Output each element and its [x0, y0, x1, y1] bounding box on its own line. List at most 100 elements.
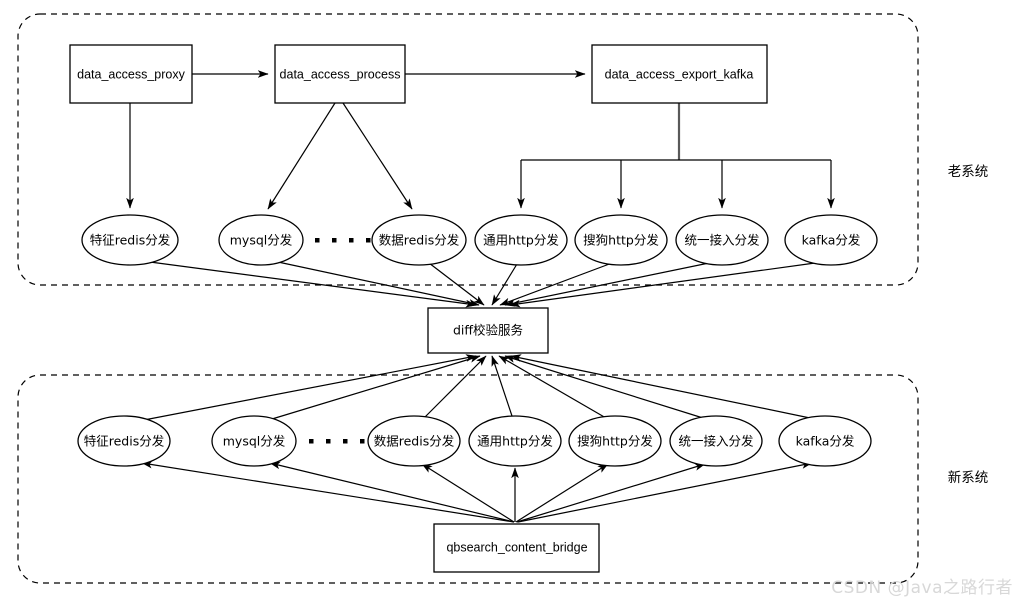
ellipsis-dot: [309, 439, 314, 444]
edge-old-feature-redis-to-diff: [149, 261, 477, 308]
node-new-unified-access[interactable]: 统一接入分发: [669, 415, 763, 467]
new-dispatchers: 特征redis分发 mysql分发 数据redis分发 通用http分发 搜狗h…: [77, 415, 872, 467]
edge-old-unified-access-to-diff: [504, 262, 710, 307]
bridge-to-new-dispatchers-edges: [141, 460, 813, 523]
new-mysql-ellipse[interactable]: [211, 415, 297, 467]
new-mysql-label: mysql分发: [223, 434, 286, 449]
group-label-new-system: 新系统: [948, 470, 989, 486]
data-access-process-box[interactable]: [274, 44, 406, 104]
new-feature-redis-label: 特征redis分发: [84, 434, 165, 449]
node-diff-service[interactable]: diff校验服务: [427, 307, 549, 354]
data-access-export-kafka-label: data_access_export_kafka: [605, 67, 754, 81]
edge-old-data-redis-to-diff: [428, 262, 485, 306]
edge-new-unified-access-to-diff: [504, 355, 704, 419]
old-mysql-ellipse[interactable]: [218, 214, 304, 266]
old-dispatchers-ellipsis-dots: [315, 238, 371, 243]
diff-service-label: diff校验服务: [453, 323, 523, 338]
ellipsis-dot: [332, 238, 337, 243]
node-old-unified-access[interactable]: 统一接入分发: [675, 214, 769, 266]
edge-process-to-data-redis: [342, 102, 413, 210]
old-sogou-http-ellipse[interactable]: [574, 214, 668, 266]
old-common-http-label: 通用http分发: [483, 233, 559, 248]
new-kafka-ellipse[interactable]: [778, 415, 872, 467]
edge-bridge-to-new-sogou-http: [515, 463, 609, 523]
new-dispatchers-to-diff-edges: [143, 354, 811, 421]
node-new-kafka[interactable]: kafka分发: [778, 415, 872, 467]
ellipsis-dot: [349, 238, 354, 243]
ellipsis-dot: [366, 238, 371, 243]
old-kafka-label: kafka分发: [802, 233, 861, 248]
node-data-access-export-kafka[interactable]: data_access_export_kafka: [591, 44, 768, 104]
node-data-access-process[interactable]: data_access_process: [274, 44, 406, 104]
data-access-proxy-label: data_access_proxy: [77, 67, 185, 81]
old-kafka-ellipse[interactable]: [784, 214, 878, 266]
edge-process-to-mysql: [267, 102, 336, 210]
edge-old-mysql-to-diff: [277, 261, 480, 307]
node-qbsearch-content-bridge[interactable]: qbsearch_content_bridge: [433, 523, 600, 573]
node-new-feature-redis[interactable]: 特征redis分发: [77, 415, 171, 467]
edge-old-kafka-to-diff: [509, 262, 816, 308]
edge-old-sogou-http-to-diff: [499, 262, 613, 306]
new-unified-access-label: 统一接入分发: [678, 434, 754, 449]
node-new-sogou-http[interactable]: 搜狗http分发: [568, 415, 662, 467]
edge-new-sogou-http-to-diff: [498, 355, 607, 419]
data-access-process-label: data_access_process: [280, 67, 401, 81]
old-dispatchers-to-diff-edges: [149, 261, 816, 308]
old-feature-redis-label: 特征redis分发: [90, 233, 171, 248]
csdn-watermark: CSDN @Java之路行者: [831, 578, 1013, 598]
node-old-mysql[interactable]: mysql分发: [218, 214, 304, 266]
old-data-redis-label: 数据redis分发: [379, 233, 460, 248]
diff-service-box[interactable]: [427, 307, 549, 354]
ellipsis-dot: [315, 238, 320, 243]
group-label-old-system: 老系统: [948, 164, 989, 180]
edge-bridge-to-new-mysql: [269, 461, 515, 523]
data-access-export-kafka-box[interactable]: [591, 44, 768, 104]
group-frame-new-system: [17, 374, 919, 584]
ellipsis-dot: [326, 439, 331, 444]
qbsearch-content-bridge-box[interactable]: [433, 523, 600, 573]
new-data-redis-ellipse[interactable]: [367, 415, 461, 467]
old-data-redis-ellipse[interactable]: [371, 214, 467, 266]
old-unified-access-label: 统一接入分发: [684, 233, 760, 248]
node-old-common-http[interactable]: 通用http分发: [474, 214, 568, 266]
old-feature-redis-ellipse[interactable]: [81, 214, 179, 266]
new-common-http-label: 通用http分发: [477, 434, 553, 449]
node-new-common-http[interactable]: 通用http分发: [468, 415, 562, 467]
new-feature-redis-ellipse[interactable]: [77, 415, 171, 467]
edge-bridge-to-new-kafka: [517, 461, 813, 523]
old-mysql-label: mysql分发: [230, 233, 293, 248]
new-sogou-http-ellipse[interactable]: [568, 415, 662, 467]
new-data-redis-label: 数据redis分发: [374, 434, 455, 449]
ellipsis-dot: [343, 439, 348, 444]
edge-bridge-to-new-unified-access: [516, 463, 706, 523]
node-old-sogou-http[interactable]: 搜狗http分发: [574, 214, 668, 266]
edge-new-data-redis-to-diff: [423, 355, 487, 419]
data-access-proxy-box[interactable]: [69, 44, 193, 104]
new-unified-access-ellipse[interactable]: [669, 415, 763, 467]
edge-new-kafka-to-diff: [510, 354, 811, 419]
node-old-feature-redis[interactable]: 特征redis分发: [81, 214, 179, 266]
qbsearch-content-bridge-label: qbsearch_content_bridge: [446, 540, 587, 554]
node-data-access-proxy[interactable]: data_access_proxy: [69, 44, 193, 104]
node-old-kafka[interactable]: kafka分发: [784, 214, 878, 266]
old-common-http-ellipse[interactable]: [474, 214, 568, 266]
new-kafka-label: kafka分发: [796, 434, 855, 449]
edge-bridge-to-new-data-redis: [421, 463, 515, 523]
group-frame-old-system: [17, 13, 919, 286]
new-dispatchers-ellipsis-dots: [309, 439, 365, 444]
edge-new-mysql-to-diff: [271, 355, 481, 420]
node-new-data-redis[interactable]: 数据redis分发: [367, 415, 461, 467]
node-old-data-redis[interactable]: 数据redis分发: [371, 214, 467, 266]
node-new-mysql[interactable]: mysql分发: [211, 415, 297, 467]
edge-old-common-http-to-diff: [491, 263, 518, 306]
old-system-edges: [126, 70, 835, 210]
old-sogou-http-label: 搜狗http分发: [583, 233, 659, 248]
edge-new-common-http-to-diff: [491, 355, 513, 417]
group-frames: [17, 13, 919, 584]
ellipsis-dot: [360, 439, 365, 444]
new-sogou-http-label: 搜狗http分发: [577, 434, 653, 449]
new-common-http-ellipse[interactable]: [468, 415, 562, 467]
old-unified-access-ellipse[interactable]: [675, 214, 769, 266]
